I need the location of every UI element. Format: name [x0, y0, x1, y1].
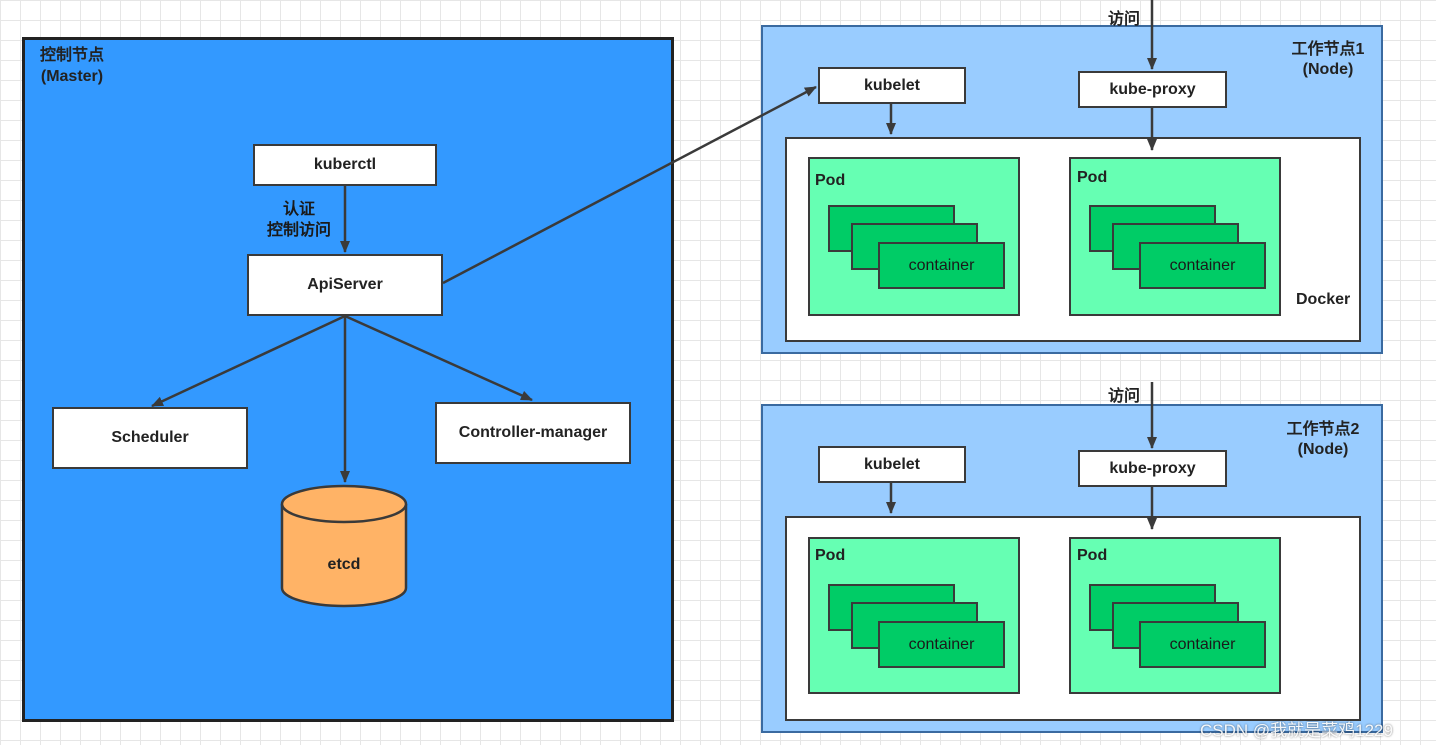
- auth-label: 认证 控制访问: [246, 199, 352, 241]
- apiserver-box: ApiServer: [247, 254, 443, 316]
- auth-label-line2: 控制访问: [266, 222, 331, 239]
- master-node-panel: [22, 37, 674, 722]
- node2-title-line1: 工作节点2: [1286, 421, 1360, 438]
- csdn-watermark: CSDN @我就是菜鸡1229: [1200, 721, 1393, 740]
- controller-manager-box: Controller-manager: [435, 402, 631, 464]
- node1-kubelet-box: kubelet: [818, 67, 966, 104]
- node2-pod-a-container: container: [878, 621, 1005, 668]
- node2-pod-a-label: Pod: [815, 547, 846, 564]
- node1-pod-a-label: Pod: [815, 172, 846, 189]
- master-title-line2: (Master): [40, 68, 104, 85]
- auth-label-line1: 认证: [282, 201, 315, 218]
- etcd-label: etcd: [327, 556, 361, 573]
- node2-pod-b-label: Pod: [1077, 547, 1108, 564]
- node1-title-line2: (Node): [1302, 61, 1354, 78]
- node2-pod-b-container: container: [1139, 621, 1266, 668]
- node1-pod-a-container: container: [878, 242, 1005, 289]
- kubectl-box: kuberctl: [253, 144, 437, 186]
- node2-kube-proxy-box: kube-proxy: [1078, 450, 1227, 487]
- node2-access-label: 访问: [1108, 388, 1141, 405]
- node1-pod-b-container: container: [1139, 242, 1266, 289]
- node1-docker-label: Docker: [1296, 291, 1351, 308]
- node1-access-label: 访问: [1108, 11, 1141, 28]
- node2-kubelet-box: kubelet: [818, 446, 966, 483]
- node1-kube-proxy-box: kube-proxy: [1078, 71, 1227, 108]
- node1-title: 工作节点1 (Node): [1280, 40, 1376, 80]
- node1-title-line1: 工作节点1: [1291, 41, 1365, 58]
- etcd-cylinder: [280, 484, 408, 608]
- master-title-line1: 控制节点: [39, 47, 104, 64]
- node2-title-line2: (Node): [1297, 441, 1349, 458]
- node1-pod-b-label: Pod: [1077, 169, 1108, 186]
- master-title: 控制节点 (Master): [28, 45, 116, 87]
- node2-title: 工作节点2 (Node): [1275, 420, 1371, 460]
- scheduler-box: Scheduler: [52, 407, 248, 469]
